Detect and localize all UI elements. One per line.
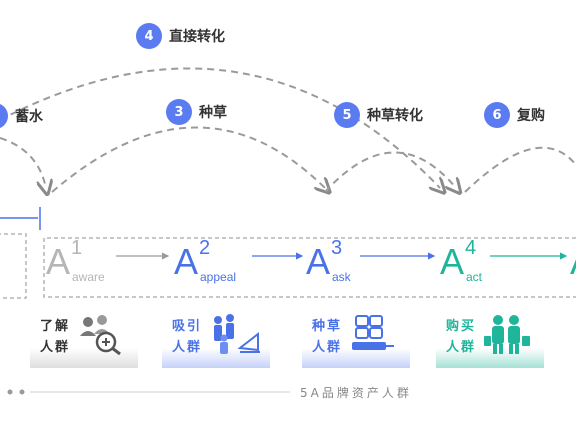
stage-name: ask (332, 270, 351, 284)
arc-storage (0, 137, 46, 188)
badge-number: 4 (136, 23, 162, 49)
stage-number: 3 (331, 237, 343, 259)
shoppers-icon (484, 315, 530, 354)
stage-letter: A (174, 241, 199, 282)
path-badge-seeding-conversion: 5 种草转化 (334, 101, 423, 129)
group-label-line1: 吸引 (172, 319, 203, 334)
path-badge-seeding: 3 种草 (166, 98, 227, 126)
stage-number: 1 (71, 237, 83, 259)
arc-seeding-conversion (324, 151, 456, 192)
arc-direct-conversion (0, 67, 440, 188)
group-label: 吸引 人群 (172, 316, 208, 358)
stage-a4: A 4 act (440, 238, 482, 284)
stage-a5: A (570, 244, 576, 280)
badge-number (0, 103, 8, 129)
group-label-line2: 人群 (172, 340, 203, 355)
arc-repurchase (464, 146, 576, 193)
footer-dot-2 (19, 389, 25, 395)
badge-label: 种草转化 (367, 108, 423, 124)
group-base (30, 348, 138, 368)
stage-name: act (466, 270, 483, 284)
stage-letter: A (46, 241, 71, 282)
group-label-line2: 人群 (40, 340, 71, 355)
badge-label: 复购 (517, 108, 545, 124)
badge-number: 3 (166, 99, 192, 125)
stage-letter: A (570, 241, 576, 282)
arc-seeding (51, 126, 325, 192)
badge-label: 种草 (199, 105, 227, 121)
path-badge-repurchase: 6 复购 (484, 101, 545, 129)
path-badge-direct-conversion: 4 直接转化 (136, 22, 225, 50)
attracted-people-icon (214, 314, 260, 354)
group-label-line2: 人群 (312, 340, 343, 355)
audience-group-appeal: 吸引 人群 (162, 312, 270, 368)
group-label: 种草 人群 (312, 316, 348, 358)
badge-number: 5 (334, 102, 360, 128)
path-badge-storage: 蓄水 (0, 102, 43, 130)
group-label: 购买 人群 (446, 316, 482, 358)
group-label-line2: 人群 (446, 340, 477, 355)
group-label-line1: 种草 (312, 319, 343, 334)
stage-a1: A 1 aware (46, 238, 105, 284)
badge-number: 6 (484, 102, 510, 128)
stage-name: appeal (200, 270, 237, 284)
footer-caption: 5A品牌资产人群 (300, 386, 412, 400)
magnifier-people-icon (80, 315, 121, 356)
stage-a3: A 3 ask (306, 238, 351, 284)
left-stage-box (0, 233, 27, 299)
audience-group-act: 购买 人群 (436, 312, 544, 368)
group-label-line1: 了解 (40, 319, 71, 334)
group-label: 了解 人群 (40, 316, 76, 358)
badge-label: 直接转化 (169, 29, 225, 45)
stage-number: 2 (199, 237, 211, 259)
product-grid-icon (352, 315, 394, 350)
stage-number: 4 (465, 237, 477, 259)
stage-letter: A (440, 241, 465, 282)
audience-group-aware: 了解 人群 (30, 312, 138, 368)
group-label-line1: 购买 (446, 319, 477, 334)
audience-group-ask: 种草 人群 (302, 312, 410, 368)
group-base (302, 348, 410, 368)
stage-letter: A (306, 241, 331, 282)
stage-a2: A 2 appeal (174, 238, 236, 284)
stage-name: aware (72, 270, 105, 284)
footer-dot-1 (7, 389, 13, 395)
stages-box (43, 237, 576, 298)
badge-label: 蓄水 (15, 109, 43, 125)
